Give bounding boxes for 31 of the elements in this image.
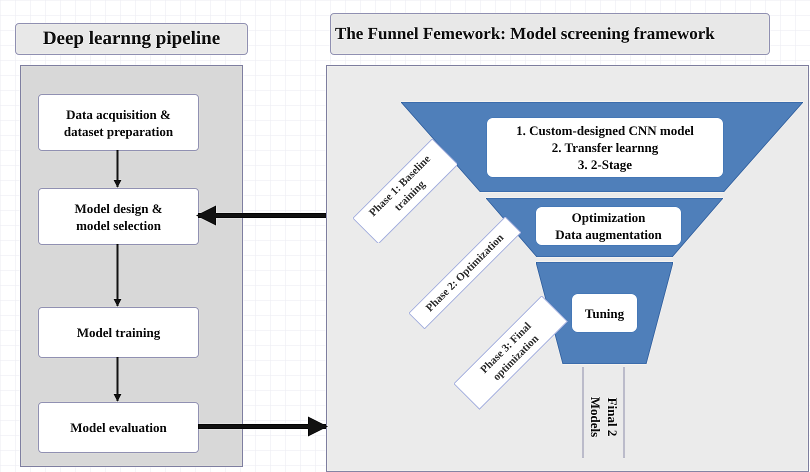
phase-label-box xyxy=(454,296,568,410)
arrow xyxy=(114,357,122,402)
process-box xyxy=(38,188,199,245)
stage-box xyxy=(487,118,723,177)
output-label: Final 2 Models xyxy=(587,396,621,440)
arrow xyxy=(114,244,122,307)
stage-box xyxy=(572,294,637,332)
node-text: 2. Transfer learnng xyxy=(552,139,658,156)
phase-label-box xyxy=(352,138,458,244)
arrow xyxy=(114,150,122,188)
node-text: Model training xyxy=(76,324,162,341)
framework-panel xyxy=(326,65,809,472)
node-text: 3. 2-Stage xyxy=(578,156,632,173)
node-text: 1. Custom-designed CNN model xyxy=(516,122,694,139)
node-text: Model evaluation xyxy=(69,419,168,436)
title-box xyxy=(15,23,248,55)
node-text: The Funnel Femework: Model screening framework xyxy=(335,23,715,46)
process-box xyxy=(38,94,199,151)
node-text: Optimization xyxy=(572,209,646,226)
node-text: Tuning xyxy=(584,304,624,322)
node-text: Data acquisition & dataset preparation xyxy=(62,106,174,140)
process-box xyxy=(38,402,199,453)
node-text: Model design & model selection xyxy=(73,200,164,234)
node-text: Data augmentation xyxy=(555,226,662,243)
arrow xyxy=(198,416,328,436)
stage-box xyxy=(536,207,681,245)
node-text: Deep learnng pipeline xyxy=(42,26,220,51)
process-box xyxy=(38,307,199,358)
arrow xyxy=(196,206,326,226)
title-box xyxy=(330,13,770,55)
pipeline-panel xyxy=(20,65,243,467)
